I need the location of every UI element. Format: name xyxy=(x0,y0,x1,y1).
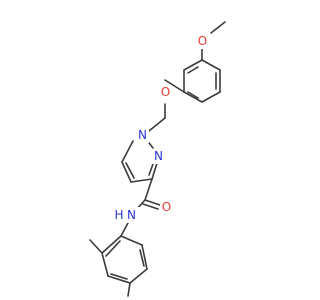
bond-co-double-1 xyxy=(144,199,161,206)
bond-nh-aryl xyxy=(120,222,129,237)
pyrazole-ring xyxy=(121,138,158,183)
svg-text:N: N xyxy=(127,208,136,222)
atom-n-pyrazole-1: N xyxy=(136,128,149,143)
svg-text:O: O xyxy=(161,85,170,99)
dimethylphenyl-ring xyxy=(89,235,148,297)
svg-text:N: N xyxy=(154,149,163,163)
atom-o-ether: O xyxy=(159,85,172,100)
bond-methyl-o xyxy=(210,21,226,34)
svg-text:O: O xyxy=(198,34,207,48)
bond-c3-carbonyl xyxy=(144,178,153,201)
methoxyphenyl-ring xyxy=(164,59,221,103)
structure-diagram: O O N N O N H xyxy=(89,21,226,297)
molecule-canvas: O O N N O N H xyxy=(89,21,226,297)
atom-n-pyrazole-2: N xyxy=(152,149,165,164)
svg-text:H: H xyxy=(114,208,123,222)
bond-ch2-n1 xyxy=(148,117,166,132)
svg-text:N: N xyxy=(138,128,147,142)
svg-text:O: O xyxy=(162,200,171,214)
atom-o-methoxy: O xyxy=(196,34,209,49)
atom-o-carbonyl: O xyxy=(160,200,173,215)
atom-nh-amide: N H xyxy=(112,207,140,223)
bond-co-double-2 xyxy=(142,203,159,210)
